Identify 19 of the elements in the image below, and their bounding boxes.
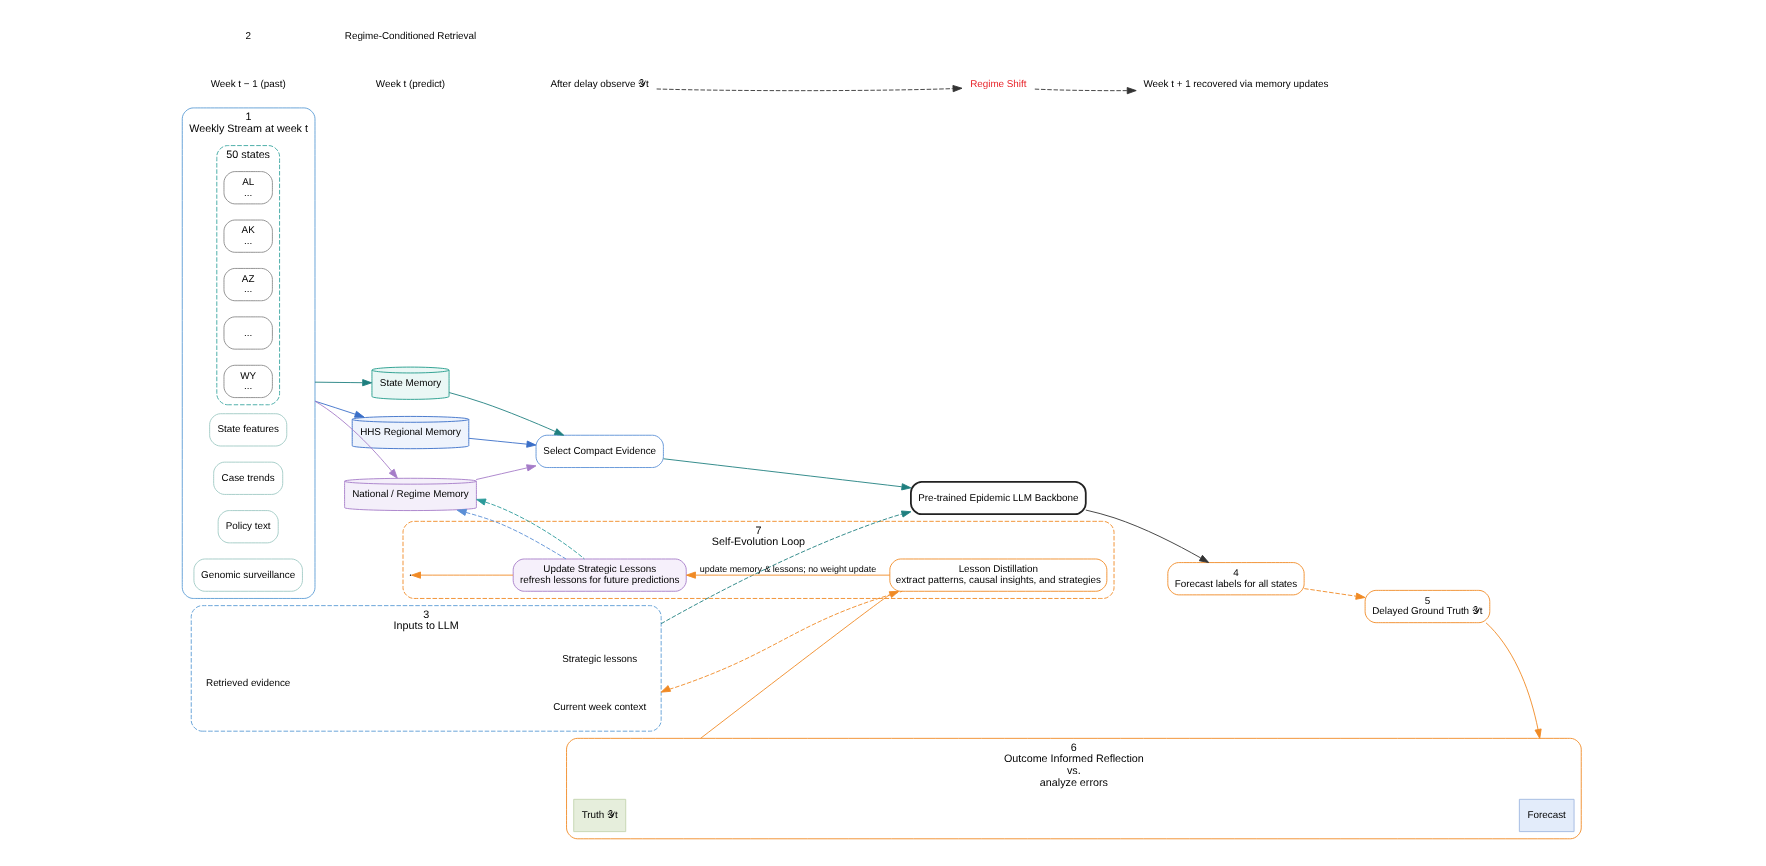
arrow <box>313 400 364 418</box>
arrow <box>685 571 890 579</box>
arrow <box>455 508 566 560</box>
arrow <box>475 498 584 560</box>
arrow <box>1084 509 1209 563</box>
arrow <box>1033 87 1136 95</box>
arrow <box>699 590 899 739</box>
arrow <box>313 400 397 479</box>
arrow <box>410 571 513 579</box>
arrow <box>659 510 911 625</box>
arrow <box>313 379 372 387</box>
arrow <box>662 458 911 491</box>
arrow <box>659 590 902 693</box>
arrow <box>1302 588 1365 600</box>
arrow <box>1484 622 1541 739</box>
arrow <box>447 392 564 436</box>
arrow <box>474 464 536 480</box>
arrow <box>467 437 536 448</box>
arrow <box>655 85 962 93</box>
